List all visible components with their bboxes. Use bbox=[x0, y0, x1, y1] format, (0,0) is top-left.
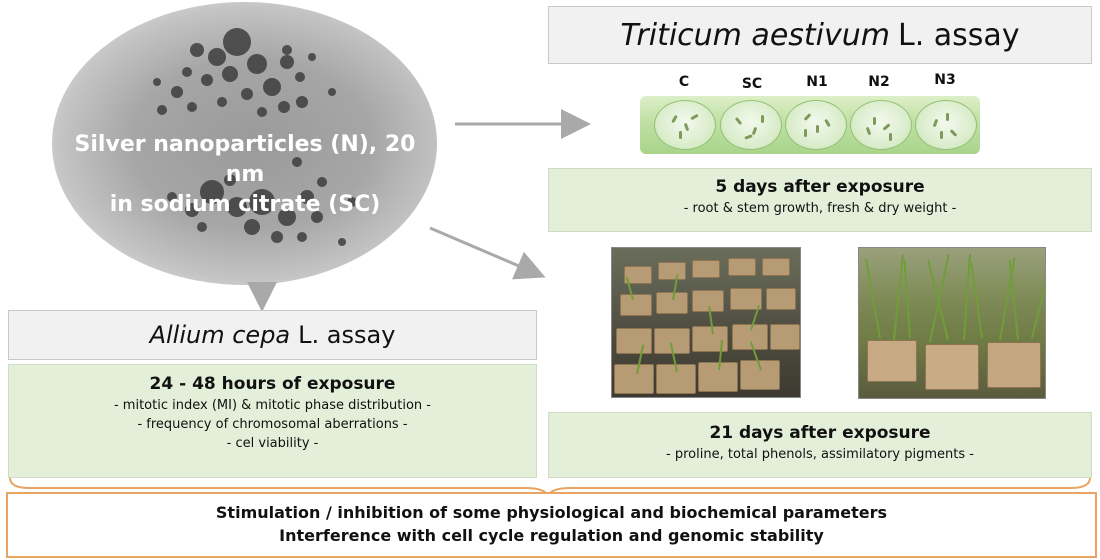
allium-detail-line: - cel viability - bbox=[226, 436, 319, 451]
petri-dish bbox=[915, 100, 977, 150]
twenty-one-days-box: 21 days after exposure - proline, total … bbox=[548, 412, 1092, 478]
nanoparticle-dots bbox=[153, 28, 357, 246]
five-days-box: 5 days after exposure - root & stem grow… bbox=[548, 168, 1092, 232]
allium-detail-line: - mitotic index (MI) & mitotic phase dis… bbox=[113, 398, 431, 413]
plate-label-n1: N1 bbox=[806, 74, 828, 90]
conclusion-line2: Interference with cell cycle regulation … bbox=[279, 526, 824, 545]
nanoparticle-label-line1: Silver nanoparticles (N), 20 nm bbox=[74, 132, 416, 187]
petri-dish bbox=[785, 100, 847, 150]
pots-photo-overhead bbox=[611, 247, 801, 398]
five-days-detail: - root & stem growth, fresh & dry weight… bbox=[683, 201, 957, 216]
allium-exposure-heading: 24 - 48 hours of exposure bbox=[149, 374, 396, 394]
nanoparticle-micrograph bbox=[52, 2, 437, 285]
five-days-heading: 5 days after exposure bbox=[715, 177, 925, 197]
triticum-title-suffix: L. assay bbox=[898, 17, 1020, 53]
pots-photo-side bbox=[858, 247, 1046, 399]
allium-detail-line: - frequency of chromosomal aberrations - bbox=[137, 417, 408, 432]
allium-exposure-box: 24 - 48 hours of exposure - mitotic inde… bbox=[8, 364, 537, 478]
petri-dish bbox=[850, 100, 912, 150]
petri-dish bbox=[654, 100, 716, 150]
conclusion-box: Stimulation / inhibition of some physiol… bbox=[6, 492, 1097, 558]
plate-label-n3: N3 bbox=[934, 72, 956, 88]
triticum-title-species: Triticum aestivum bbox=[620, 17, 890, 53]
plate-label-c: C bbox=[678, 74, 690, 90]
allium-title-suffix: L. assay bbox=[298, 321, 396, 349]
twenty-one-days-heading: 21 days after exposure bbox=[709, 423, 931, 443]
allium-title-species: Allium cepa bbox=[149, 321, 291, 349]
nanoparticle-label: Silver nanoparticles (N), 20 nm in sodiu… bbox=[60, 130, 430, 220]
twenty-one-days-detail: - proline, total phenols, assimilatory p… bbox=[666, 447, 974, 462]
nanoparticle-label-line2: in sodium citrate (SC) bbox=[109, 192, 381, 217]
petri-dish-image bbox=[640, 96, 980, 154]
conclusion-line1: Stimulation / inhibition of some physiol… bbox=[215, 503, 888, 522]
arrow-to-photos bbox=[429, 226, 546, 280]
triticum-title: Triticum aestivum L. assay bbox=[548, 6, 1092, 64]
petri-dish bbox=[720, 100, 782, 150]
plate-label-n2: N2 bbox=[868, 74, 890, 90]
plate-label-sc: SC bbox=[741, 76, 763, 92]
allium-title: Allium cepa L. assay bbox=[8, 310, 537, 360]
